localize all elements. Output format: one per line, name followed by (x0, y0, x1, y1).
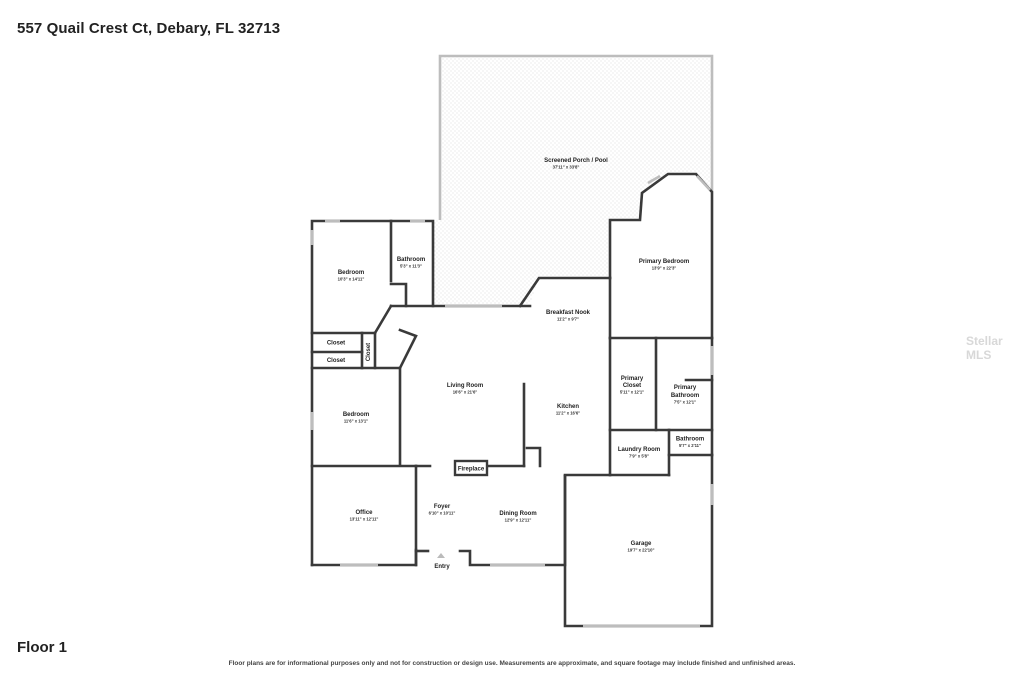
room-closet-b: Closet (327, 358, 345, 364)
room-primary-bath-dims: 7'5" x 12'1" (674, 400, 696, 405)
watermark: Stellar MLS (966, 334, 1003, 362)
room-living-name: Living Room (447, 383, 483, 389)
room-dining-name: Dining Room (499, 511, 536, 517)
room-kitchen-name: Kitchen (557, 404, 579, 410)
entry-arrow-icon (437, 553, 445, 558)
room-bedroom1-name: Bedroom (338, 270, 364, 276)
room-office-dims: 13'11" x 12'11" (350, 517, 379, 522)
room-foyer-name: Foyer (434, 504, 451, 510)
room-primary-closet-name-2: Closet (623, 383, 641, 389)
room-foyer-dims: 6'10" x 10'11" (429, 511, 456, 516)
room-primary-bedroom-name: Primary Bedroom (639, 259, 689, 265)
windows (310, 174, 714, 628)
room-porch-name: Screened Porch / Pool (544, 158, 608, 164)
room-laundry-dims: 7'9" x 5'8" (629, 454, 649, 459)
room-primary-bath-name-2: Bathroom (671, 393, 699, 399)
room-laundry-name: Laundry Room (618, 447, 660, 453)
room-office-name: Office (355, 510, 373, 516)
walls (310, 172, 714, 628)
room-bedroom2-dims: 11'6" x 13'1" (344, 419, 368, 424)
page-title: 557 Quail Crest Ct, Debary, FL 32713 (17, 20, 281, 37)
room-garage-dims: 19'7" x 22'10" (628, 548, 655, 553)
disclaimer: Floor plans are for informational purpos… (228, 660, 796, 667)
room-porch-dims: 37'11" x 33'8" (553, 165, 580, 170)
room-bedroom1-dims: 10'3" x 14'11" (338, 277, 365, 282)
room-bathroom1-name: Bathroom (397, 257, 425, 263)
room-dining-dims: 12'9" x 12'11" (505, 518, 532, 523)
room-kitchen-dims: 11'2" x 16'6" (556, 411, 580, 416)
room-primary-closet-dims: 5'11" x 12'1" (620, 390, 644, 395)
fireplace-label: Fireplace (458, 467, 485, 473)
room-closet-c: Closet (366, 343, 372, 361)
porch-screen (438, 54, 714, 220)
room-living-dims: 16'6" x 21'6" (453, 390, 478, 395)
room-primary-bath-name-1: Primary (674, 385, 697, 391)
room-bedroom2-name: Bedroom (343, 412, 369, 418)
porch-area (433, 56, 712, 306)
room-primary-bedroom-dims: 13'9" x 22'3" (652, 266, 677, 271)
room-bathroom2-name: Bathroom (676, 437, 704, 443)
room-nook-name: Breakfast Nook (546, 310, 591, 316)
room-closet-a: Closet (327, 341, 345, 347)
room-nook-dims: 11'2" x 9'7" (557, 317, 579, 322)
fireplace (453, 459, 489, 477)
entry-label: Entry (434, 564, 450, 570)
room-bathroom2-dims: 5'7" x 2'11" (679, 443, 701, 448)
room-bathroom1-dims: 5'3" x 11'3" (400, 264, 422, 269)
room-garage-name: Garage (631, 541, 652, 547)
floor-label: Floor 1 (17, 639, 68, 656)
room-primary-closet-name-1: Primary (621, 376, 644, 382)
